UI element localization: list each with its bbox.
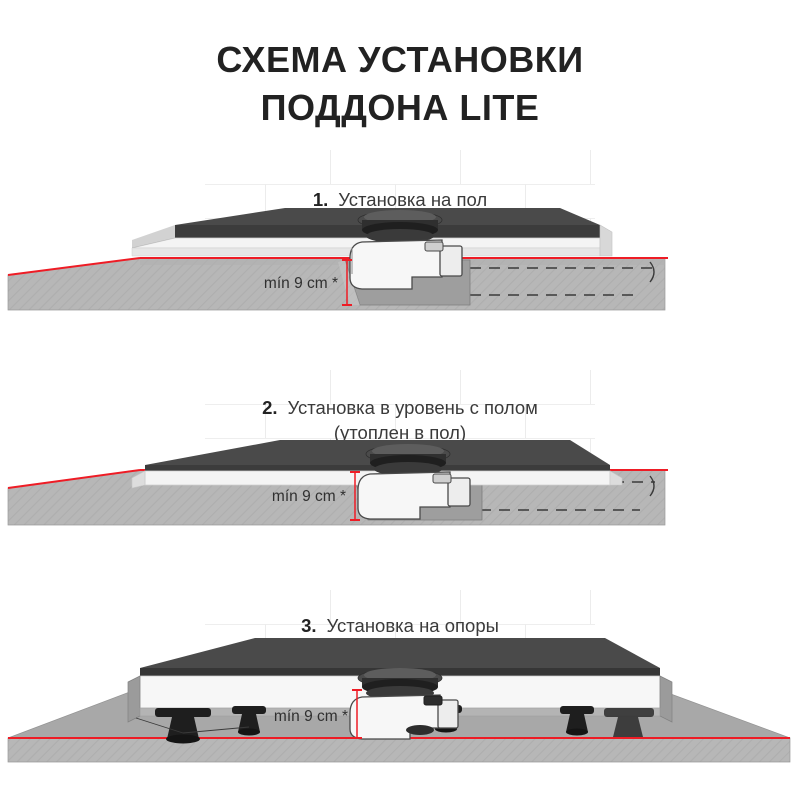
dimension-line-3 [352,689,362,739]
support-leg [155,708,211,744]
step-3-label: 3. Установка на опоры [0,614,800,639]
siphon-body-2 [357,471,471,520]
step-3-number: 3. [301,615,317,636]
dimension-line-1 [342,259,352,306]
dimension-label-1: mín 9 cm * [264,275,338,292]
dimension-label-2: mín 9 cm * [272,488,346,505]
installation-step-2: 2. Установка в уровень с полом (утоплен в… [0,370,800,570]
diagram-install-on-supports: mín 9 cm * [7,638,791,763]
step-2-text: Установка в уровень с полом [287,397,538,418]
diagram-install-flush-with-floor: mín 9 cm * [7,440,668,526]
drain-cap-2 [365,444,451,476]
step-1-text: Установка на пол [338,189,488,210]
step-2-label: 2. Установка в уровень с полом (утоплен в… [0,396,800,446]
page-title-line-2: ПОДДОНА LITE [260,86,540,128]
page-title: СХЕМА УСТАНОВКИ ПОДДОНА LITE [0,36,800,131]
siphon-body-3 [349,694,459,740]
pipe-break-mark-2 [649,475,655,497]
siphon-body-1 [349,239,463,290]
step-1-number: 1. [312,189,329,210]
installation-step-3: 3. Установка на опоры [0,590,800,780]
installation-step-1: 1. Установка на пол [0,150,800,340]
leg-leader-lines-3 [135,717,250,734]
floor-level-line-left-1 [7,257,141,276]
pipe-break-mark-1 [649,261,655,283]
dimension-line-2 [350,471,360,521]
drain-pipe-dashed-1 [470,267,655,296]
dimension-label-3: mín 9 cm * [274,708,348,725]
floor-level-line-left-2 [7,469,141,489]
step-1-label: 1. Установка на пол [0,188,800,213]
diagram-install-on-floor: mín 9 cm * [7,208,668,311]
step-2-number: 2. [262,397,278,418]
support-leg [604,708,654,737]
step-3-text: Установка на опоры [326,615,499,636]
drain-cap-1 [357,210,443,243]
support-leg [560,706,594,736]
page-title-line-1: СХЕМА УСТАНОВКИ [216,39,584,80]
step-2-subtext: (утоплен в пол) [333,421,467,443]
